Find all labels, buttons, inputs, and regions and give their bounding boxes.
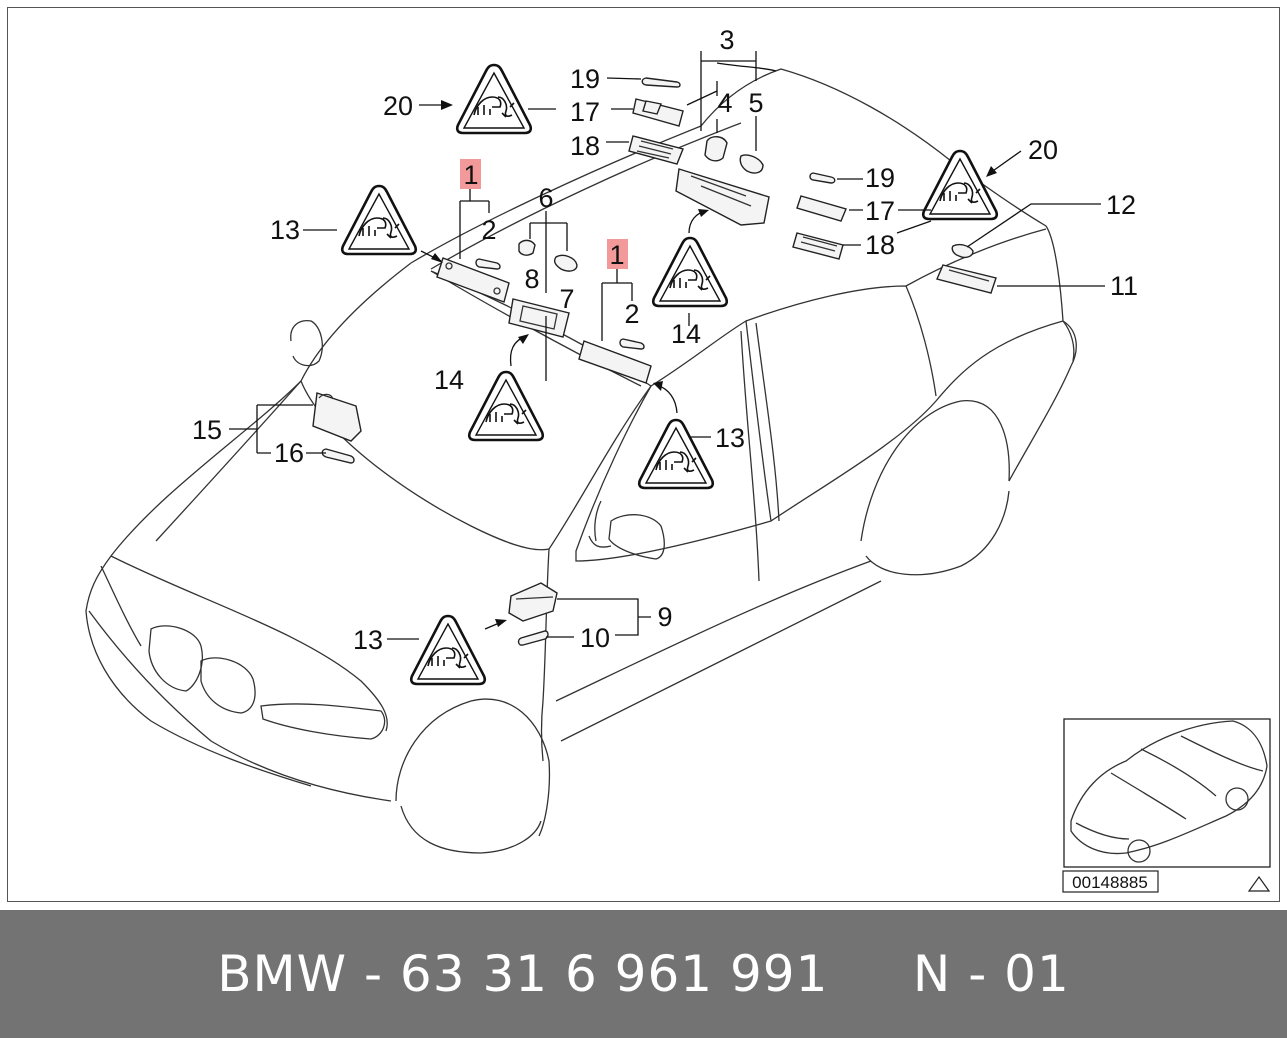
part-number-1: 1 — [463, 160, 478, 190]
esd-warning-icon — [921, 149, 999, 221]
part-number-5: 5 — [748, 88, 763, 118]
part-number-19: 19 — [570, 64, 600, 94]
bulb-2-left — [475, 258, 501, 270]
part-number-10: 10 — [580, 623, 610, 653]
part-number-20: 20 — [1028, 135, 1058, 165]
console-3 — [675, 168, 770, 226]
esd-warning-icon — [467, 370, 545, 442]
bulb-16 — [321, 448, 355, 464]
part-numbers: 1 1 2 2 3 4 5 6 7 8 9 10 11 12 13 13 13 … — [192, 25, 1138, 655]
part-number-13: 13 — [715, 423, 745, 453]
bulb-8 — [518, 239, 536, 256]
bulb-7 — [553, 254, 578, 272]
bulb-19-right — [809, 172, 836, 184]
part-number-12: 12 — [1106, 190, 1136, 220]
vehicle-inset: 00148885 — [1062, 718, 1271, 893]
part-number-13: 13 — [353, 625, 383, 655]
part-number-14: 14 — [434, 365, 464, 395]
part-number-17: 17 — [865, 196, 895, 226]
esd-warning-icon — [651, 236, 729, 308]
leader-lines — [229, 51, 1105, 640]
part-number-3: 3 — [719, 25, 734, 55]
esd-warning-icon — [455, 63, 533, 135]
lamp-9 — [508, 582, 558, 622]
footer-banner: BMW - 63 31 6 961 991 N - 01 — [0, 910, 1287, 1038]
lamp-1-left — [436, 257, 510, 303]
part-number-20: 20 — [383, 91, 413, 121]
inset-caption: 00148885 — [1072, 873, 1148, 892]
part-number-13: 13 — [270, 215, 300, 245]
triangle-mark-icon — [1247, 875, 1271, 892]
part-number-1: 1 — [609, 240, 624, 270]
bulb-19-top — [641, 77, 681, 88]
part-number-9: 9 — [657, 602, 672, 632]
part-number-6: 6 — [538, 183, 553, 213]
part-shapes — [312, 77, 997, 646]
bulb-12 — [951, 243, 974, 259]
lamp-1-right — [578, 340, 652, 384]
part-number-2: 2 — [624, 299, 639, 329]
part-number-17: 17 — [570, 97, 600, 127]
diagram-frame: 1 1 2 2 3 4 5 6 7 8 9 10 11 12 13 13 13 … — [7, 7, 1280, 902]
lamp-15 — [312, 392, 362, 442]
parts-diagram: 1 1 2 2 3 4 5 6 7 8 9 10 11 12 13 13 13 … — [85, 25, 1271, 893]
lamp-11 — [936, 264, 997, 294]
part-number-7: 7 — [559, 284, 574, 314]
part-number-14: 14 — [671, 319, 701, 349]
part-number-2: 2 — [481, 215, 496, 245]
part-number-8: 8 — [524, 264, 539, 294]
bulb-4 — [704, 136, 728, 162]
highlight-part-1-left — [460, 159, 481, 189]
lamp-17-right — [796, 195, 847, 222]
part-number-16: 16 — [274, 438, 304, 468]
esd-warning-icon — [340, 184, 418, 256]
vehicle-outline — [85, 68, 1077, 854]
esd-warning-icon — [637, 418, 715, 490]
part-number-18: 18 — [865, 230, 895, 260]
bulb-10 — [517, 630, 549, 646]
highlight-part-1-right — [607, 239, 628, 269]
esd-warning-icon — [409, 614, 487, 686]
bulb-5 — [739, 154, 764, 174]
part-number-19: 19 — [865, 163, 895, 193]
part-number-15: 15 — [192, 415, 222, 445]
part-number-caption: BMW - 63 31 6 961 991 N - 01 — [217, 945, 1070, 1003]
part-number-18: 18 — [570, 131, 600, 161]
bulb-2-right — [619, 338, 645, 350]
part-number-4: 4 — [717, 88, 732, 118]
part-number-11: 11 — [1110, 271, 1138, 301]
